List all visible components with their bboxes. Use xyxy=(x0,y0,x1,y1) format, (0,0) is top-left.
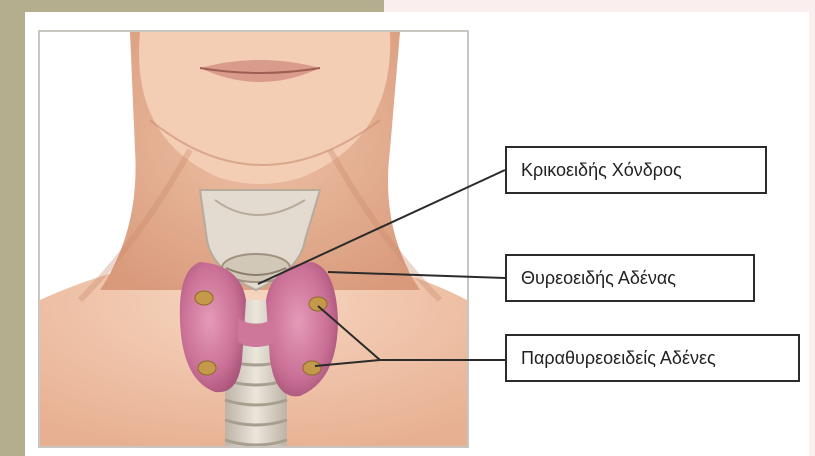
label-cricoid-text: Κρικοειδής Χόνδρος xyxy=(521,160,682,181)
parathyroid-upper-left xyxy=(195,291,213,305)
label-thyroid-gland: Θυρεοειδής Αδένας xyxy=(505,254,755,302)
label-cricoid-cartilage: Κρικοειδής Χόνδρος xyxy=(505,146,767,194)
label-parathyroid-text: Παραθυρεοειδείς Αδένες xyxy=(521,348,716,369)
parathyroid-lower-left xyxy=(198,361,216,375)
label-thyroid-text: Θυρεοειδής Αδένας xyxy=(521,268,676,289)
parathyroid-upper-right xyxy=(309,297,327,311)
parathyroid-lower-right xyxy=(303,361,321,375)
label-parathyroid-glands: Παραθυρεοειδείς Αδένες xyxy=(505,334,800,382)
